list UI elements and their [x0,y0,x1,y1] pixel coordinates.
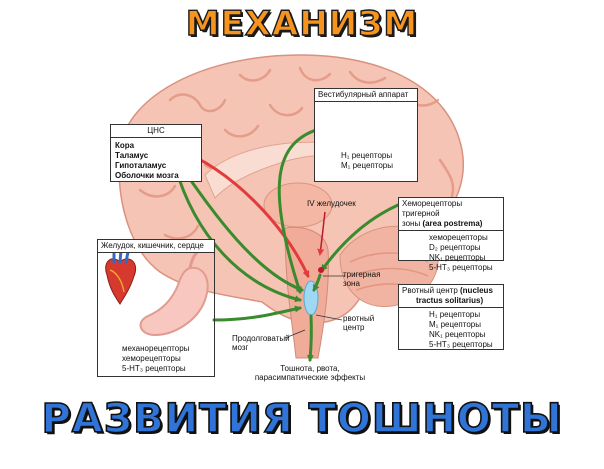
cns-box: ЦНС Кора Таламус Гипоталамус Оболочки мо… [110,124,202,182]
arrow-trigger-to-center [312,273,322,292]
vestibular-box: Вестибулярный аппарат H₁ рецепторы M₁ ре… [314,88,418,182]
brain-folds [138,66,455,240]
label-medulla: Продолговатый мозг [232,334,290,352]
cns-header: ЦНС [111,125,201,138]
arrow-stomach [212,305,302,322]
stomach-icon [139,266,209,337]
chemoreceptor-item: D₂ рецепторы [429,243,481,252]
vomit-center-box: Рвотный центр (nucleus tractus solitariu… [398,284,504,350]
label-vomit-center: рвотный центр [343,314,375,332]
chemoreceptor-item: NK₁ рецепторы [429,253,486,262]
arrow-vestibular [277,126,324,294]
label-fourth-ventricle: IV желудочек [307,199,356,208]
stomach-item: 5-HT₃ рецепторы [122,364,186,373]
stomach-header: Желудок, кишечник, сердце [98,240,214,253]
vomit-center-item: 5-HT₃ рецепторы [429,340,493,349]
title-mechanism: МЕХАНИЗМ [185,3,419,44]
chemoreceptor-item: хеморецепторы [429,233,488,242]
vomit-center-item: NK₁ рецепторы [429,330,486,339]
heart-icon [105,248,136,305]
stomach-item: механорецепторы [122,344,190,353]
label-outcome: Тошнота, рвота, парасимпатические эффект… [254,364,366,382]
chemoreceptor-item: 5-HT₃ рецепторы [429,263,493,272]
chemoreceptor-header: Хеморецепторы тригерной зоны (area postr… [399,198,503,231]
cns-item: Таламус [115,151,149,160]
trigger-zone-dot [318,267,324,273]
vomit-center-header: Рвотный центр (nucleus tractus solitariu… [399,285,503,308]
cns-item: Кора [115,141,135,150]
stomach-item: хеморецепторы [122,354,181,363]
arrow-cns-green-2 [173,164,302,303]
label-trigger-zone: тригерная зона [343,270,381,288]
vestibular-header: Вестибулярный аппарат [315,89,417,102]
vomit-center-item: H₁ рецепторы [429,310,481,319]
cns-item: Оболочки мозга [115,171,179,180]
chemoreceptor-box: Хеморецепторы тригерной зоны (area postr… [398,197,504,272]
arrow-outcome [306,314,314,362]
arrow-area-postrema [320,203,400,272]
stomach-box: Желудок, кишечник, сердце механорецептор… [97,239,215,377]
arrow-ventricle [317,211,326,256]
vomit-center-item: M₁ рецепторы [429,320,481,329]
vestibular-item: H₁ рецепторы [341,151,393,160]
cns-item: Гипоталамус [115,161,167,170]
title-nausea-development: РАЗВИТИЯ ТОШНОТЫ [41,395,563,443]
vestibular-item: M₁ рецепторы [341,161,393,170]
